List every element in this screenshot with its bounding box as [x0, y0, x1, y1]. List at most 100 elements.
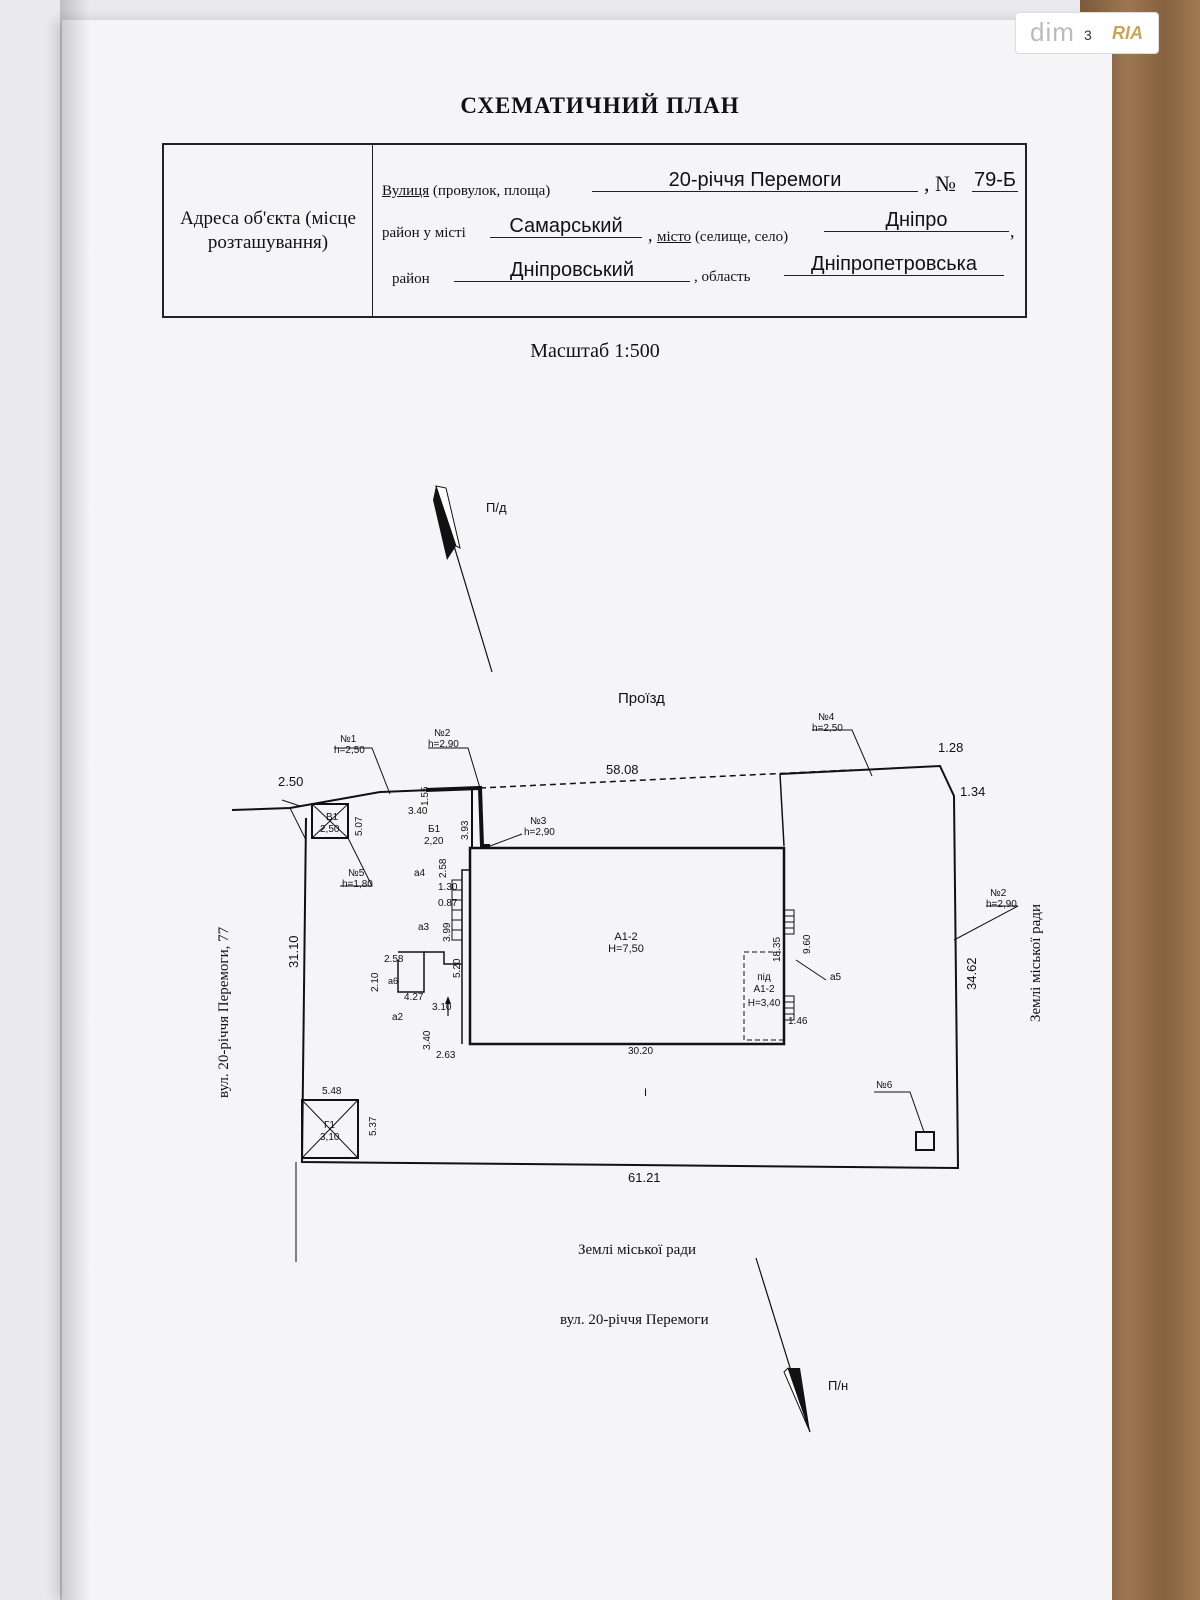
dim-4-27: 4.27: [404, 992, 424, 1003]
address-label-cell: Адреса об'єкта (місце розташування): [164, 145, 373, 316]
dim-18-35: 18.35: [772, 937, 783, 962]
dim-5-20: 5.20: [452, 958, 463, 978]
marker-a4: а4: [414, 868, 426, 879]
dim-3-10: 3.10: [432, 1002, 452, 1013]
dim-9-60: 9.60: [802, 934, 813, 954]
street-value: 20-річчя Перемоги: [592, 169, 918, 192]
address-table: Адреса об'єкта (місце розташування) Вули…: [162, 143, 1027, 318]
dim-58-08: 58.08: [606, 762, 639, 777]
marker-n4: №4: [818, 712, 835, 723]
dim-1-28: 1.28: [938, 740, 963, 755]
dim-5-07: 5.07: [354, 816, 365, 836]
district-city-value: Самарський: [490, 215, 642, 238]
marker-n2-right-height: h=2,90: [986, 899, 1017, 910]
passage-label: Проїзд: [618, 690, 665, 707]
dim-61-21: 61.21: [628, 1170, 661, 1185]
city-row: , місто (селище, село): [648, 225, 789, 245]
shed-v1: В1 2,50: [311, 803, 349, 839]
marker-n5: №5: [348, 868, 365, 879]
watermark-logo: dim: [1030, 17, 1075, 47]
marker-n1-height: h=2,50: [334, 745, 365, 756]
lot-label: I: [644, 1087, 647, 1099]
dim-34-62: 34.62: [964, 957, 979, 990]
dim-1-34: 1.34: [960, 784, 985, 799]
shed-b1-height: 2,20: [424, 836, 444, 847]
marker-n2: №2: [434, 728, 451, 739]
south-arrow: П/н: [755, 1257, 848, 1433]
shed-v1-height: 2,50: [320, 824, 340, 835]
dim-30-20: 30.20: [628, 1046, 653, 1057]
district-label: район: [392, 271, 430, 287]
dim-3-40b: 3.40: [422, 1030, 433, 1050]
dim-3-40a: 3.40: [408, 806, 428, 817]
building-sub-name: А1-2: [753, 984, 775, 995]
building-main-name: А1-2: [614, 931, 637, 943]
scale-label: Масштаб 1:500: [530, 340, 660, 362]
dim-31-10: 31.10: [286, 935, 301, 968]
marker-n5-height: h=1,80: [342, 879, 373, 890]
page-fold-shadow: [60, 0, 90, 1600]
dim-5-37: 5.37: [368, 1116, 379, 1136]
dim-1-30: 1.30: [438, 882, 458, 893]
building-a1-2: А1-2 Н=7,50 під А1-2 Н=3,40: [397, 846, 795, 1046]
marker-n1: №1: [340, 734, 357, 745]
dim-0-87: 0.87: [438, 898, 458, 909]
garage-g1-name: Г1: [324, 1120, 335, 1131]
district-city-label: район у місті: [382, 225, 466, 241]
marker-n2-right: №2: [990, 888, 1007, 899]
dim-3-93: 3.93: [460, 820, 471, 840]
marker-n3: №3: [530, 816, 547, 827]
dim-3-99: 3.99: [442, 922, 453, 942]
dim-2-50: 2.50: [278, 774, 303, 789]
building-sub-height: Н=3,40: [748, 998, 781, 1009]
left-street-label: вул. 20-річчя Перемоги, 77: [216, 926, 232, 1098]
dim-2-58a: 2.58: [438, 858, 449, 878]
dim-2-58b: 2.58: [384, 954, 404, 965]
marker-n6: №6: [876, 1080, 893, 1091]
dimria-watermark: dim 3 RIA: [1015, 12, 1159, 54]
south-label: П/н: [828, 1378, 848, 1393]
marker-labels: №1 h=2,50 №2 h=2,90 №3 h=2,90 №4 h=2,50 …: [334, 712, 1017, 1091]
marker-n3-height: h=2,90: [524, 827, 555, 838]
dim-2-63: 2.63: [436, 1050, 456, 1061]
marker-a6: а6: [388, 976, 398, 986]
marker-a5: а5: [830, 972, 842, 983]
city-value: Дніпро: [824, 209, 1009, 232]
marker-a3: а3: [418, 922, 430, 933]
dim-2-10: 2.10: [370, 972, 381, 992]
region-label: , область: [694, 269, 751, 285]
street-row: Вулиця (провулок, площа): [382, 183, 550, 200]
building-main-height: Н=7,50: [608, 943, 644, 955]
shed-b1-name: Б1: [428, 824, 441, 835]
north-label: П/д: [486, 500, 507, 515]
street-label: Вулиця: [382, 183, 430, 199]
city-label: місто: [657, 229, 692, 245]
lot-boundary: [231, 764, 960, 1262]
city-label-extra: (селище, село): [691, 229, 789, 245]
bottom-street-label: вул. 20-річчя Перемоги: [560, 1312, 709, 1328]
dimension-labels: 2.50 58.08 1.28 1.34 30.20 61.21 5.48 3.…: [278, 740, 985, 1185]
dim-1-55: 1.55: [420, 786, 431, 806]
region-value: Дніпропетровська: [784, 253, 1004, 276]
marker-n2-height: h=2,90: [428, 739, 459, 750]
marker-n4-height: h=2,50: [812, 723, 843, 734]
marker-a2: а2: [392, 1012, 404, 1023]
garage-g1: Г1 3,10: [301, 1099, 359, 1159]
number-label: , №: [924, 171, 956, 196]
garage-g1-height: 3,10: [320, 1132, 340, 1143]
district-value: Дніпровський: [454, 259, 690, 282]
street-label-extra: (провулок, площа): [429, 183, 551, 199]
north-arrow: П/д: [433, 485, 507, 673]
address-label: Адреса об'єкта (місце розташування): [180, 207, 356, 253]
dim-1-46: 1.46: [788, 1016, 808, 1027]
shed-b1: Б1 2,20: [424, 785, 490, 848]
dim-5-48: 5.48: [322, 1086, 342, 1097]
bottom-land-label: Землі міської ради: [578, 1242, 696, 1258]
page-title: СХЕМАТИЧНИЙ ПЛАН: [460, 93, 740, 118]
watermark-page-number: 3: [1084, 27, 1092, 43]
leader-lines: [281, 729, 1019, 1133]
shed-v1-name: В1: [326, 812, 339, 823]
watermark-ria: RIA: [1112, 23, 1143, 43]
city-comma: ,: [1010, 221, 1015, 241]
